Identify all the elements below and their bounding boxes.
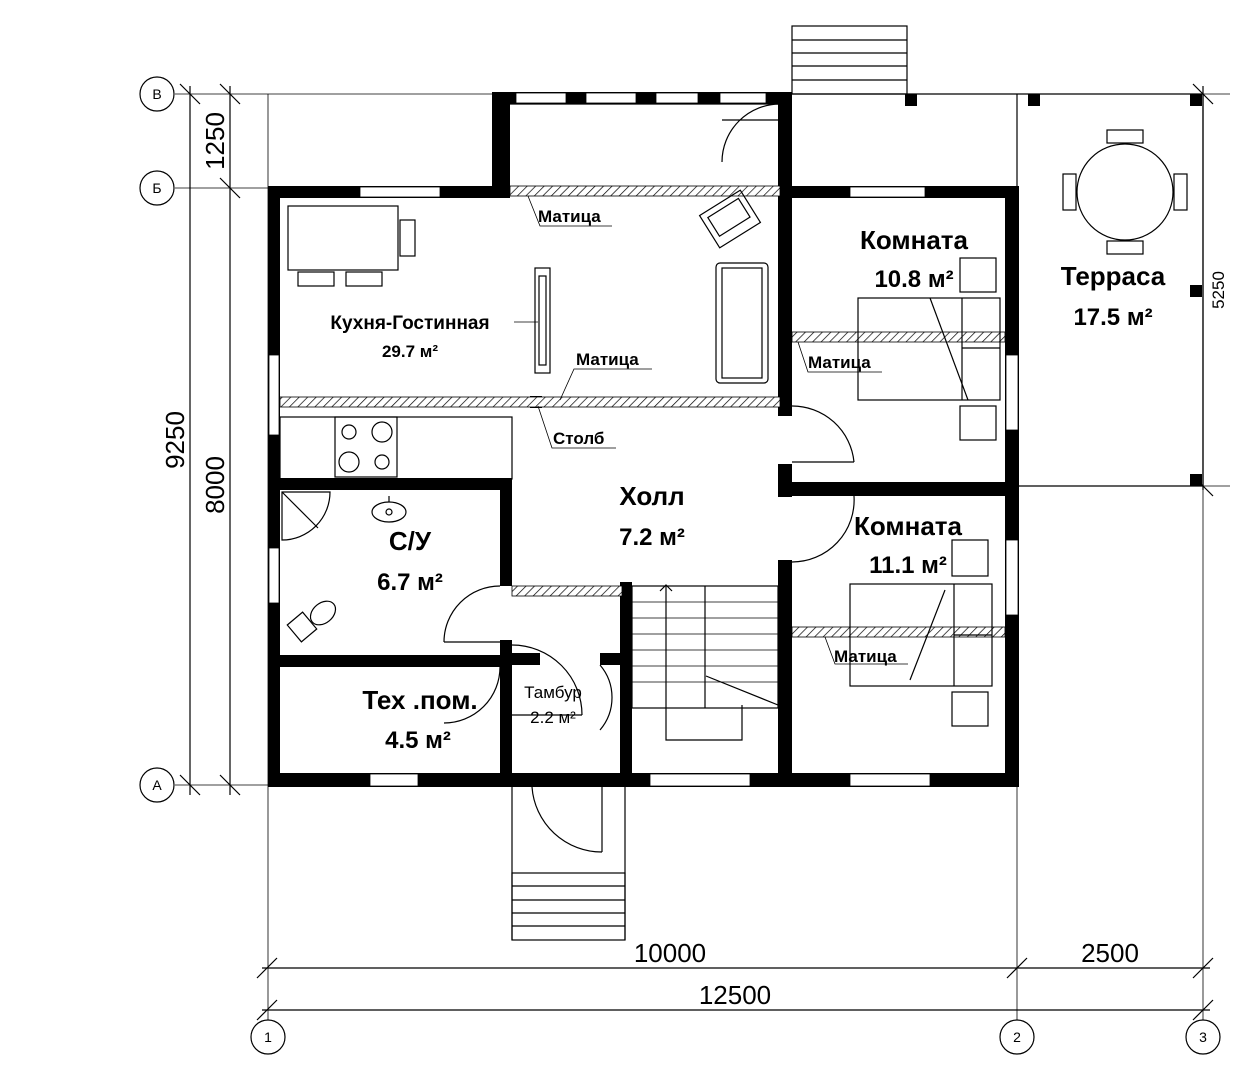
axis-label-a: А: [152, 777, 162, 793]
dim-bottom-total: 12500: [699, 980, 771, 1010]
bathroom-area: 6.7 м²: [377, 569, 443, 596]
bathroom-name: С/У: [389, 526, 432, 556]
axis-bubble-3: [1185, 1019, 1221, 1055]
beam-label: Матица: [538, 207, 601, 226]
beams: [279, 185, 1006, 638]
hall-name: Холл: [619, 481, 684, 511]
leader-lines: [514, 195, 908, 665]
axis-bubble-a: [139, 767, 175, 803]
dim-left-top: 1250: [200, 112, 230, 170]
room-kitchen-area: 29.7 м²: [382, 342, 438, 361]
axis-bubbles: В Б А 1 2 3: [139, 76, 1221, 1055]
terrace-table-icon: [1062, 129, 1188, 255]
sink-icon: [371, 496, 407, 523]
axis-label-1: 1: [264, 1029, 272, 1045]
terrace-area: 17.5 м²: [1073, 304, 1152, 331]
furniture: [279, 189, 1001, 741]
room-labels: Кухня-Гостинная 29.7 м² Комната 10.8 м² …: [330, 225, 1165, 754]
room1-area: 10.8 м²: [874, 266, 953, 293]
beam-label: Матица: [576, 350, 639, 369]
porch-steps-bottom: [511, 785, 626, 941]
bed-icon: [849, 539, 993, 727]
sofa-icon: [715, 262, 769, 384]
shower-icon: [281, 491, 331, 541]
staircase: [631, 584, 779, 741]
hall-area: 7.2 м²: [619, 524, 685, 551]
walls: [268, 92, 1019, 787]
armchair-icon: [698, 189, 762, 249]
toilet-icon: [286, 600, 337, 643]
beam-label: Матица: [834, 647, 897, 666]
axis-label-b: Б: [152, 180, 161, 196]
room1-name: Комната: [860, 225, 969, 255]
doors: [443, 103, 855, 853]
dim-bottom-terrace: 2500: [1081, 938, 1139, 968]
room-kitchen-name: Кухня-Гостинная: [330, 313, 489, 334]
beam-labels: Матица Матица Матица Матица Столб: [538, 207, 897, 666]
room2-name: Комната: [854, 511, 963, 541]
tech-name: Тех .пом.: [362, 685, 477, 715]
axis-bubble-v: [139, 76, 175, 112]
dimension-lines: [179, 83, 1230, 1021]
axis-bubble-b: [139, 170, 175, 206]
axis-grid: [175, 93, 1204, 1020]
axis-label-2: 2: [1013, 1029, 1021, 1045]
axis-bubble-1: [250, 1019, 286, 1055]
room2-area: 11.1 м²: [869, 552, 947, 579]
axis-label-3: 3: [1199, 1029, 1207, 1045]
stove-icon: [279, 416, 513, 480]
bed-icon: [857, 257, 1001, 441]
vestibule-name: Тамбур: [524, 683, 582, 702]
windows: [268, 92, 1019, 787]
terrace-name: Терраса: [1061, 261, 1166, 291]
porch-steps-top: [791, 25, 908, 95]
axis-bubble-2: [999, 1019, 1035, 1055]
dim-bottom-inner: 10000: [634, 938, 706, 968]
axis-label-v: В: [152, 86, 161, 102]
vestibule-area: 2.2 м²: [530, 708, 576, 727]
tech-area: 4.5 м²: [385, 727, 451, 754]
beam-label: Матица: [808, 353, 871, 372]
dim-right-terrace: 5250: [1209, 271, 1228, 309]
tv-stand-icon: [534, 267, 551, 374]
column-label: Столб: [553, 429, 604, 448]
dining-table-icon: [287, 205, 416, 287]
dim-left-main: 8000: [200, 456, 230, 514]
dim-left-total: 9250: [160, 411, 190, 469]
